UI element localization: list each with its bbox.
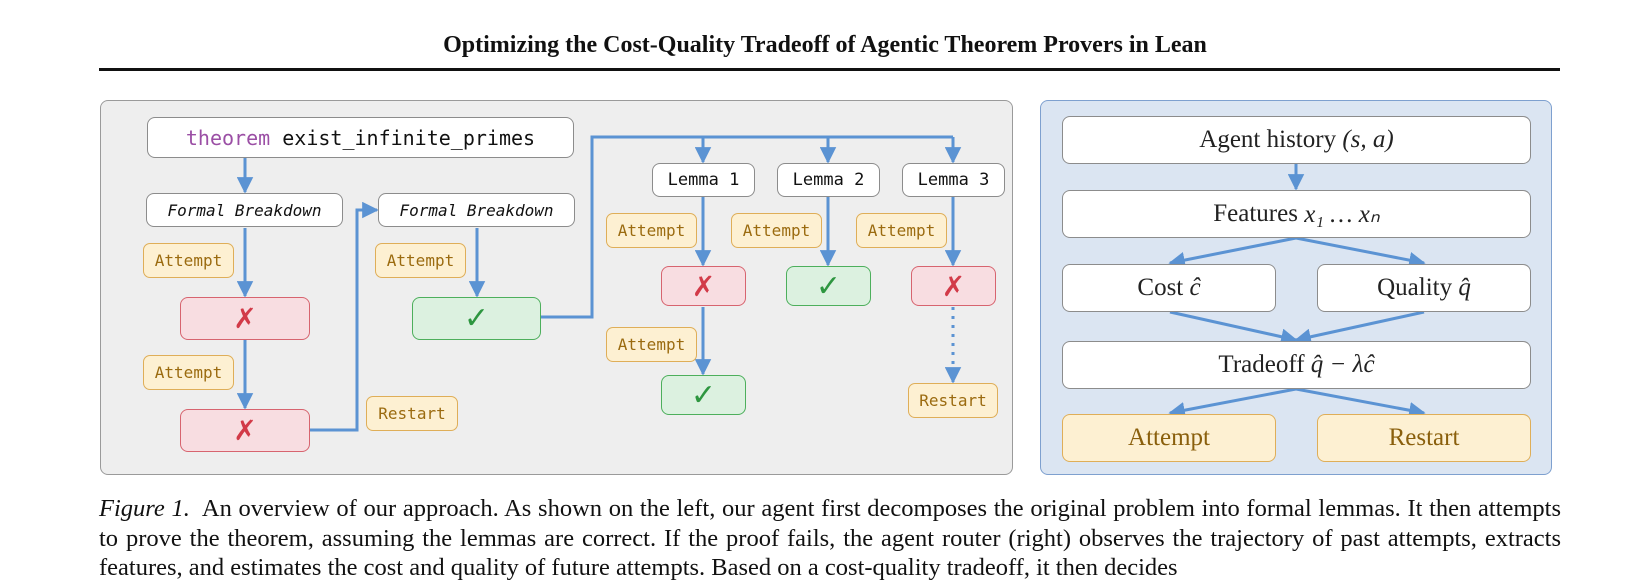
cost-math: ĉ: [1189, 274, 1201, 301]
agent-history-math: (s, a): [1342, 126, 1394, 153]
cost-text: Cost: [1137, 274, 1184, 301]
arrow-tradeoff-to-attempt: [1168, 387, 1297, 419]
theorem-keyword: theorem: [185, 125, 271, 150]
agent-history-text: Agent history: [1199, 126, 1337, 153]
caption-text: An overview of our approach. As shown on…: [99, 495, 1561, 581]
quality-math: q̂: [1458, 274, 1471, 301]
quality-text: Quality: [1377, 274, 1453, 301]
features-math: x₁ … xₙ: [1304, 201, 1380, 228]
theorem-node: theorem exist_infinite_primes: [147, 117, 574, 158]
attempt-tag-lemma-1: Attempt: [606, 213, 697, 248]
success-node-main: ✓: [412, 297, 541, 340]
caption-label: Figure 1.: [99, 495, 190, 522]
features-node: Features x₁ … xₙ: [1062, 190, 1531, 238]
lemma-1-success-node: ✓: [661, 375, 746, 415]
figure-caption: Figure 1. An overview of our approach. A…: [99, 494, 1561, 583]
lemma-node-2: Lemma 2: [777, 163, 880, 197]
attempt-tag-2: Attempt: [143, 355, 234, 390]
arrow-cost-to-tradeoff: [1169, 310, 1298, 345]
attempt-tag-lemma-1-retry: Attempt: [606, 327, 697, 362]
lemma-3-fail-node: ✗: [911, 266, 996, 306]
arrow-quality-to-tradeoff: [1294, 310, 1425, 345]
theorem-name: exist_infinite_primes: [282, 125, 536, 150]
restart-tag-lemma-3: Restart: [908, 383, 998, 418]
arrow-success-to-lemmas: [541, 135, 953, 319]
attempt-tag-1: Attempt: [143, 243, 234, 278]
arrow-features-to-quality: [1295, 236, 1426, 269]
arrow-restart-to-breakdown-2: [310, 201, 379, 432]
attempt-tag-lemma-3: Attempt: [856, 213, 947, 248]
fail-node-2: ✗: [180, 409, 310, 452]
formal-breakdown-node-1: Formal Breakdown: [146, 193, 343, 227]
tradeoff-node: Tradeoff q̂ − λĉ: [1062, 341, 1531, 389]
formal-breakdown-node-2: Formal Breakdown: [378, 193, 575, 227]
features-text: Features: [1213, 200, 1298, 227]
restart-output-node: Restart: [1317, 414, 1531, 462]
restart-tag-left: Restart: [366, 396, 458, 431]
arrow-features-to-cost: [1168, 236, 1297, 269]
quality-node: Quality q̂: [1317, 264, 1531, 312]
lemma-1-fail-node: ✗: [661, 266, 746, 306]
lemma-2-success-node: ✓: [786, 266, 871, 306]
arrow-tradeoff-to-restart: [1295, 387, 1426, 419]
attempt-tag-3: Attempt: [375, 243, 466, 278]
fail-node-1: ✗: [180, 297, 310, 340]
title-rule: [99, 68, 1560, 71]
lemma-node-3: Lemma 3: [902, 163, 1005, 197]
agent-history-node: Agent history (s, a): [1062, 116, 1531, 164]
lemma-node-1: Lemma 1: [652, 163, 755, 197]
attempt-tag-lemma-2: Attempt: [731, 213, 822, 248]
tradeoff-math: q̂ − λĉ: [1310, 351, 1375, 378]
tradeoff-text: Tradeoff: [1218, 351, 1305, 378]
cost-node: Cost ĉ: [1062, 264, 1276, 312]
attempt-output-node: Attempt: [1062, 414, 1276, 462]
page-title: Optimizing the Cost-Quality Tradeoff of …: [443, 32, 1207, 58]
